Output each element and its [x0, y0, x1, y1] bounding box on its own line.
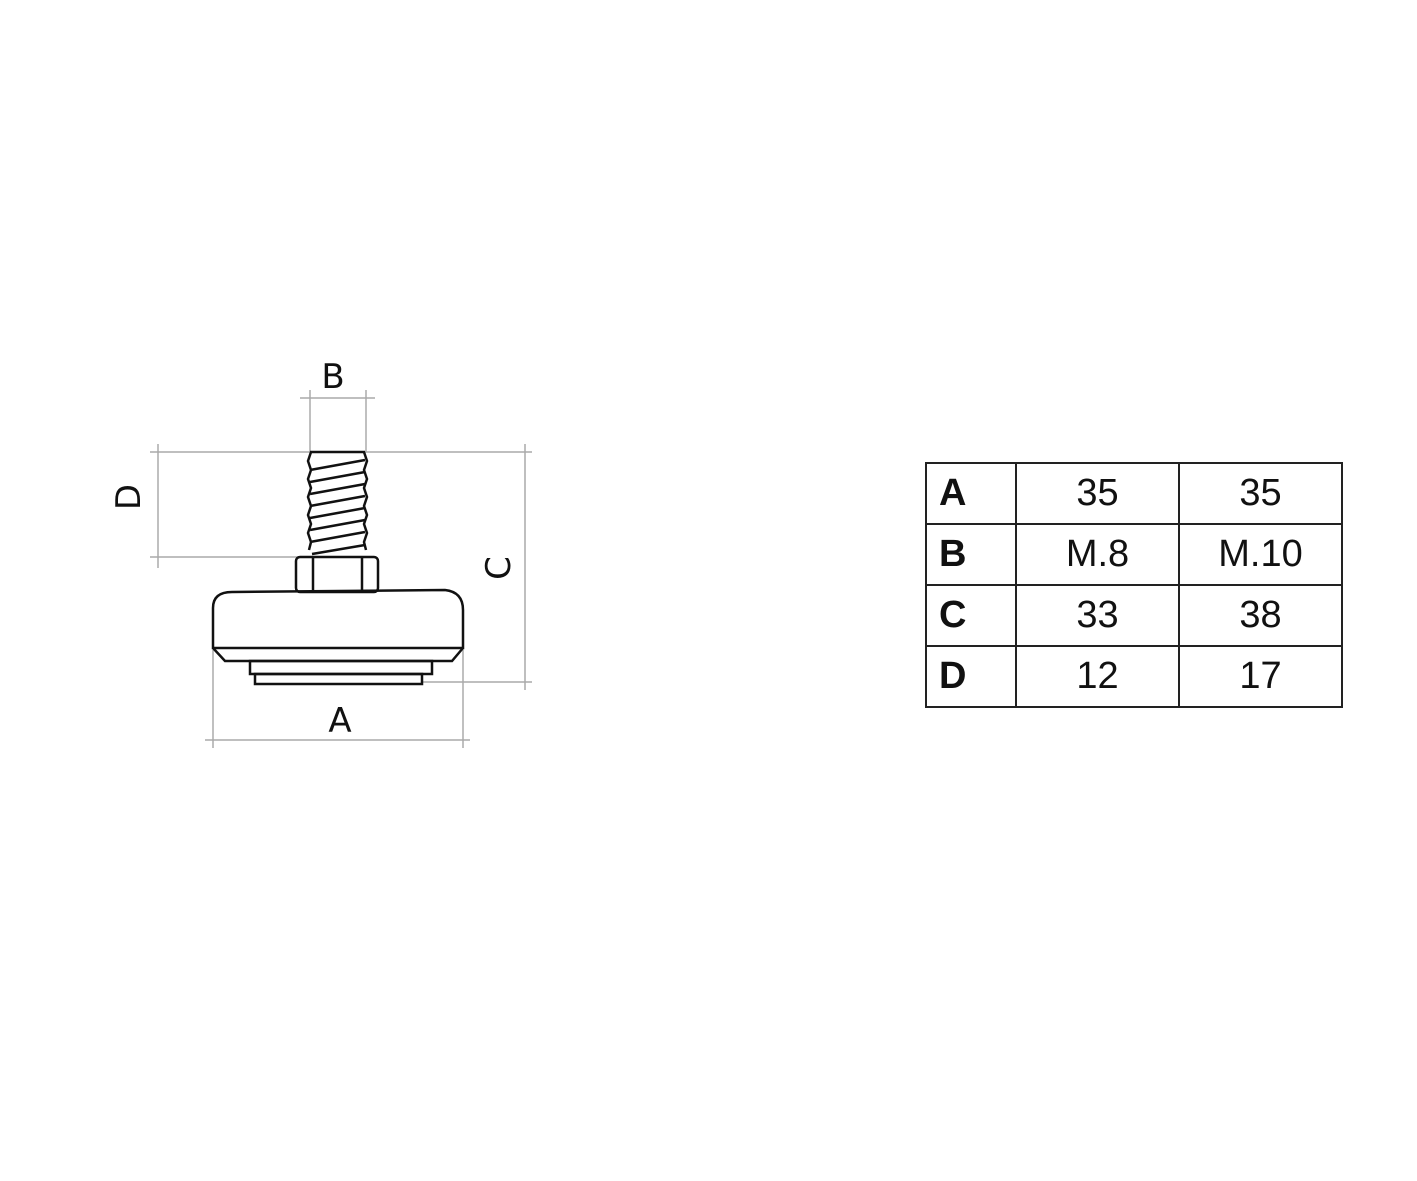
label-d: D	[109, 484, 149, 510]
label-a: A	[328, 701, 351, 741]
cell: M.10	[1178, 523, 1343, 586]
row-key: C	[925, 584, 1017, 647]
cell: 35	[1178, 462, 1343, 525]
dimension-lines	[150, 390, 532, 748]
cell: M.8	[1015, 523, 1180, 586]
cell: 33	[1015, 584, 1180, 647]
part-outline	[211, 450, 465, 686]
cell: 12	[1015, 645, 1180, 708]
label-c: C	[479, 556, 519, 580]
cell: 35	[1015, 462, 1180, 525]
row-key: B	[925, 523, 1017, 586]
leveling-foot-drawing: B A D C	[109, 357, 532, 748]
row-key: D	[925, 645, 1017, 708]
row-key: A	[925, 462, 1017, 525]
cell: 17	[1178, 645, 1343, 708]
label-b: B	[321, 357, 344, 397]
cell: 38	[1178, 584, 1343, 647]
